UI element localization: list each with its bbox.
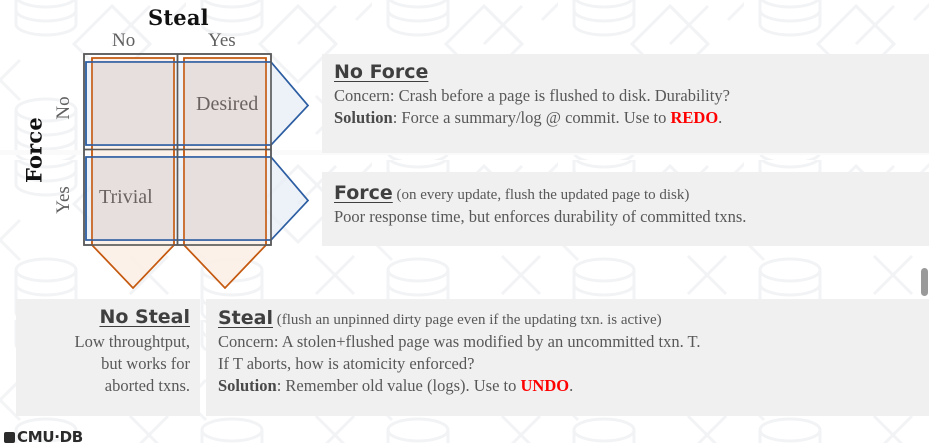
y-tick-yes: Yes <box>53 186 74 214</box>
y-axis-title: Force <box>21 117 47 183</box>
panel-steal-line3-text-b: . <box>569 376 574 396</box>
panel-steal-header-note: (flush an unpinned dirty page even if th… <box>273 312 662 328</box>
panel-no-steal-line1: Low throughtput, <box>74 332 191 351</box>
panel-steal-header: Steal <box>218 307 273 329</box>
matrix-svg <box>83 53 310 290</box>
panel-force-header: Force <box>334 182 393 204</box>
panel-no-steal-line2: but works for <box>101 353 190 373</box>
force-steal-matrix-diagram: Steal Force No Yes No Yes Desired Trivia… <box>0 0 320 300</box>
panel-steal-keyword-undo: UNDO <box>520 376 570 396</box>
x-tick-yes: Yes <box>208 30 236 51</box>
cmu-db-logo-mark <box>4 432 15 443</box>
panel-steal-line1: Concern: A stolen+flushed page was modif… <box>218 332 701 352</box>
panel-no-steal-header: No Steal <box>99 306 190 328</box>
panel-force: Force (on every update, flush the update… <box>322 172 929 246</box>
panel-no-force-line2: Solution: Force a summary/log @ commit. … <box>334 107 929 129</box>
panel-steal-line3-text-a: : Remember old value (logs). Use to <box>276 376 521 396</box>
panel-steal-solution-label: Solution <box>218 376 277 396</box>
panel-no-steal: No Steal Low throughtput, but works for … <box>16 299 200 416</box>
panel-steal-line3: Solution: Remember old value (logs). Use… <box>218 375 929 397</box>
panel-no-force-solution-label: Solution <box>334 107 393 127</box>
y-tick-no: No <box>53 96 74 120</box>
panel-no-force-line1: Concern: Crash before a page is flushed … <box>334 86 730 105</box>
panel-no-force-keyword-redo: REDO <box>670 107 719 127</box>
panel-force-headline: Force (on every update, flush the update… <box>334 181 929 206</box>
panel-no-force-line2-text-a: : Force a summary/log @ commit. Use to <box>392 107 671 127</box>
x-axis-title: Steal <box>148 5 209 30</box>
panel-force-line1: Poor response time, but enforces durabil… <box>334 207 747 227</box>
panel-no-force: No Force Concern: Crash before a page is… <box>322 54 929 153</box>
panel-no-steal-line3: aborted txns. <box>104 375 190 395</box>
matrix-cell-label-desired: Desired <box>196 93 259 115</box>
panel-no-force-header: No Force <box>334 61 429 83</box>
cmu-db-logo: CMU·DB <box>4 428 83 443</box>
panel-steal: Steal (flush an unpinned dirty page even… <box>206 299 929 416</box>
x-tick-no: No <box>112 30 136 51</box>
panel-steal-line2: If T aborts, how is atomicity enforced? <box>218 354 475 374</box>
scrollbar-thumb[interactable] <box>921 268 928 296</box>
panel-no-force-line2-text-b: . <box>718 107 723 127</box>
matrix-cell-label-trivial: Trivial <box>99 186 153 208</box>
cmu-db-logo-text: CMU·DB <box>17 428 83 443</box>
panel-force-header-note: (on every update, flush the updated page… <box>392 187 690 203</box>
panel-steal-headline: Steal (flush an unpinned dirty page even… <box>218 306 929 331</box>
